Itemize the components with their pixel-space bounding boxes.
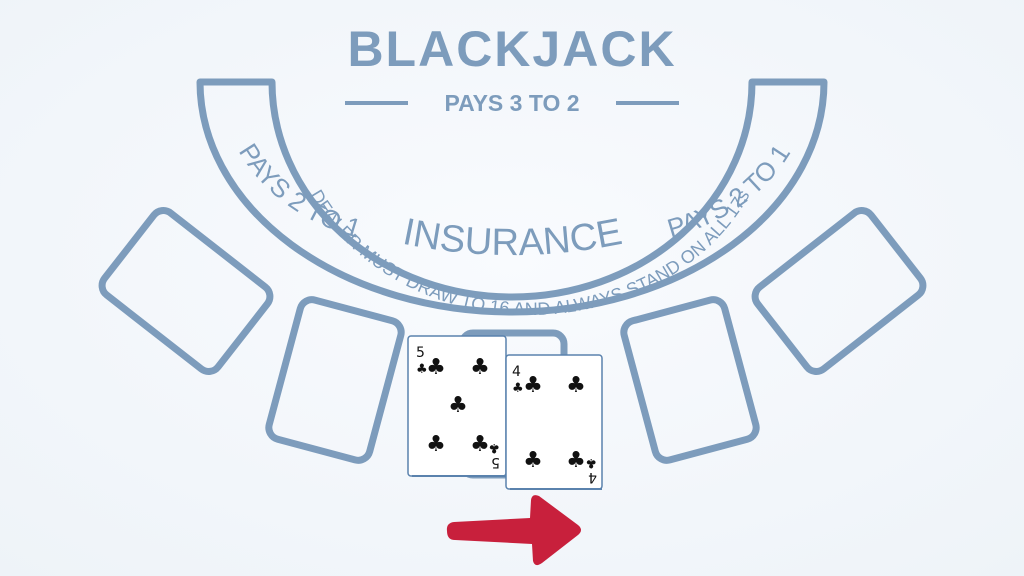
- betting-spot-5[interactable]: [750, 206, 928, 377]
- card-rank: 5: [491, 454, 500, 470]
- club-icon: ♣: [448, 393, 468, 418]
- arrow-right-icon: [446, 495, 581, 566]
- club-icon: ♣: [523, 373, 543, 398]
- club-icon: ♣: [512, 381, 524, 396]
- club-icon: ♣: [416, 362, 428, 377]
- club-icon: ♣: [585, 455, 597, 470]
- insurance-band: [196, 78, 828, 316]
- card-rank: 5: [416, 345, 425, 361]
- betting-spot-4[interactable]: [620, 296, 760, 464]
- table-subtitle: PAYS 3 TO 2: [444, 90, 579, 116]
- betting-spot-1[interactable]: [97, 206, 275, 377]
- club-icon: ♣: [566, 373, 586, 398]
- table-title: BLACKJACK: [347, 21, 676, 77]
- club-icon: ♣: [523, 448, 543, 473]
- card-rank: 4: [588, 469, 597, 485]
- betting-spot-2[interactable]: [265, 296, 405, 464]
- club-icon: ♣: [488, 440, 500, 455]
- card-five-of-clubs: 5 ♣ ♣ ♣ ♣ ♣ ♣ 5 ♣: [407, 335, 507, 477]
- club-icon: ♣: [470, 355, 490, 380]
- card-four-of-clubs: 4 ♣ ♣ ♣ ♣ ♣ 4 ♣: [505, 354, 603, 490]
- club-icon: ♣: [426, 355, 446, 380]
- club-icon: ♣: [566, 448, 586, 473]
- club-icon: ♣: [470, 432, 490, 457]
- club-icon: ♣: [426, 432, 446, 457]
- card-rank: 4: [512, 364, 521, 380]
